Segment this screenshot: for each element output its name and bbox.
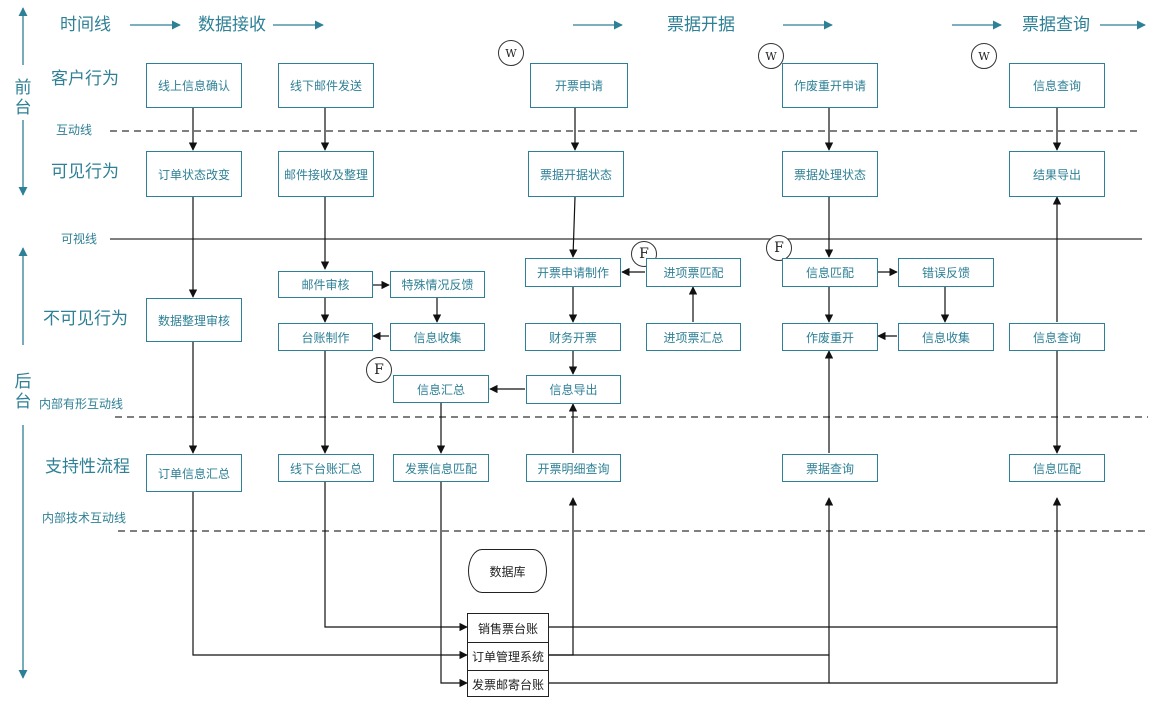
f-marker-info-match: F xyxy=(766,235,792,261)
box-info-export: 信息导出 xyxy=(526,375,621,404)
box-detail-query: 开票明细查询 xyxy=(526,454,621,482)
lane-customer-label: 客户行为 xyxy=(51,69,119,89)
box-order-summary: 订单信息汇总 xyxy=(146,454,242,492)
box-ticket-query: 票据查询 xyxy=(782,454,878,482)
lane-support-label: 支持性流程 xyxy=(45,457,130,477)
lane-invisible-label: 不可见行为 xyxy=(43,309,128,329)
lane-visible-label: 可见行为 xyxy=(51,162,119,182)
box-invoice-status: 票据开据状态 xyxy=(528,151,624,197)
box-info-match-mid: 信息匹配 xyxy=(782,258,878,287)
flow-connectors xyxy=(188,108,1062,688)
system-invoice-mail-ledger: 发票邮寄台账 xyxy=(468,670,548,698)
front-stage-label: 前台 xyxy=(14,78,32,118)
box-info-query-back: 信息查询 xyxy=(1009,323,1105,351)
box-input-match: 进项票匹配 xyxy=(646,258,741,287)
interaction-line-label: 互动线 xyxy=(56,123,93,137)
box-ticket-status: 票据处理状态 xyxy=(782,151,878,197)
separator-lines xyxy=(110,130,1148,532)
phase-issue-label: 票据开据 xyxy=(667,15,735,35)
box-result-export: 结果导出 xyxy=(1009,151,1105,197)
box-info-summary: 信息汇总 xyxy=(393,375,489,403)
box-apply-make: 开票申请制作 xyxy=(525,258,621,287)
f-marker-input-match: F xyxy=(631,241,657,267)
box-void-reissue: 作废重开 xyxy=(782,323,878,351)
box-mail-review: 邮件审核 xyxy=(278,271,373,298)
box-special-feedback: 特殊情况反馈 xyxy=(390,271,485,298)
w-marker-issue: W xyxy=(498,40,524,66)
box-info-collect-2: 信息收集 xyxy=(898,323,994,351)
box-input-summary: 进项票汇总 xyxy=(646,323,741,351)
box-offline-ledger: 线下台账汇总 xyxy=(278,454,374,482)
back-stage-label: 后台 xyxy=(14,372,32,412)
phase-query-label: 票据查询 xyxy=(1022,15,1090,35)
internal-tech-line-label: 内部技术互动线 xyxy=(41,511,126,525)
box-data-review: 数据整理审核 xyxy=(146,298,242,342)
database-cylinder: 数据库 xyxy=(468,549,547,593)
internal-tangible-line-label: 内部有形互动线 xyxy=(38,397,123,411)
box-info-query-front: 信息查询 xyxy=(1009,63,1105,108)
box-error-feedback: 错误反馈 xyxy=(898,258,994,287)
box-ledger-make: 台账制作 xyxy=(278,323,373,351)
box-void-reissue-apply: 作废重开申请 xyxy=(782,63,878,108)
box-order-status-change: 订单状态改变 xyxy=(146,151,242,197)
phase-arrows xyxy=(18,7,1146,679)
box-online-confirm: 线上信息确认 xyxy=(146,63,242,108)
box-invoice-apply: 开票申请 xyxy=(530,63,628,108)
box-info-match-support: 信息匹配 xyxy=(1009,454,1105,482)
box-finance-invoice: 财务开票 xyxy=(525,323,621,351)
box-offline-mail: 线下邮件发送 xyxy=(278,63,374,108)
systems-stack: 销售票台账 订单管理系统 发票邮寄台账 xyxy=(467,613,549,697)
system-order-management: 订单管理系统 xyxy=(468,642,548,670)
phase-receive-label: 数据接收 xyxy=(198,15,266,35)
w-marker-query: W xyxy=(971,43,997,69)
system-sales-ledger: 销售票台账 xyxy=(477,621,538,636)
visibility-line-label: 可视线 xyxy=(61,232,98,246)
box-info-collect-1: 信息收集 xyxy=(390,323,485,351)
box-invoice-info-match: 发票信息匹配 xyxy=(393,454,489,482)
f-marker-info-summary: F xyxy=(366,357,392,383)
timeline-label: 时间线 xyxy=(60,15,111,35)
box-mail-receive: 邮件接收及整理 xyxy=(278,151,374,197)
w-marker-void: W xyxy=(758,43,784,69)
